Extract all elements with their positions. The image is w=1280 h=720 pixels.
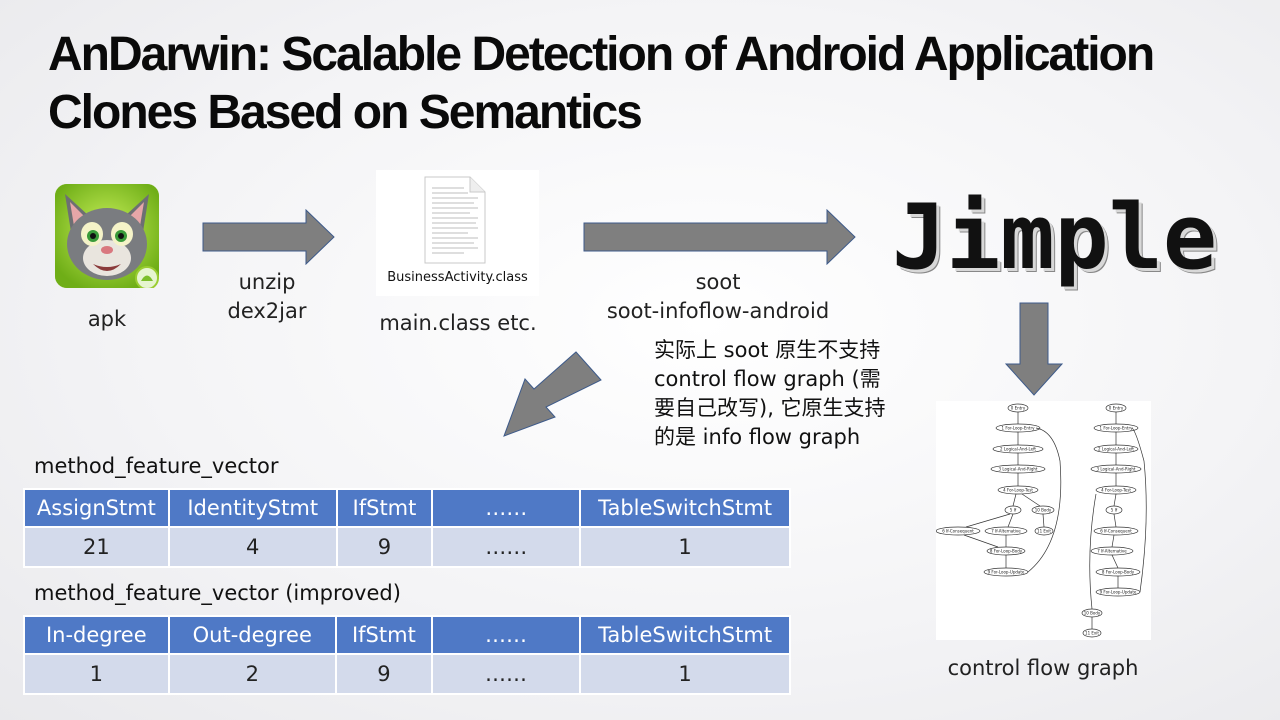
svg-text:0 Entry: 0 Entry xyxy=(1011,406,1026,411)
feature-vector-table: AssignStmt IdentityStmt IfStmt …… TableS… xyxy=(23,488,791,568)
column-header: IdentityStmt xyxy=(167,488,338,528)
jimple-title: Jimple xyxy=(892,185,1218,290)
unzip-label: unzip xyxy=(238,270,296,294)
svg-text:9 For-Loop-Update: 9 For-Loop-Update xyxy=(1100,590,1137,595)
table-cell: 1 xyxy=(23,653,170,695)
table-cell: 9 xyxy=(335,526,434,568)
svg-text:0 Entry: 0 Entry xyxy=(1109,406,1124,411)
diagonal-arrow-icon xyxy=(498,350,604,440)
dex2jar-label: dex2jar xyxy=(227,299,307,323)
table-cell: 1 xyxy=(579,653,791,695)
svg-text:5 If: 5 If xyxy=(1111,508,1118,513)
svg-text:10 Body: 10 Body xyxy=(1035,508,1052,513)
column-header: …… xyxy=(430,615,582,655)
table-cell: 21 xyxy=(23,526,170,568)
table-row: 21 4 9 …… 1 xyxy=(23,526,791,568)
svg-text:3 Logical-And-Right: 3 Logical-And-Right xyxy=(999,467,1038,472)
soot-infoflow-label: soot-infoflow-android xyxy=(606,299,830,323)
table-cell: …… xyxy=(431,526,582,568)
column-header: TableSwitchStmt xyxy=(579,488,791,528)
column-header: Out-degree xyxy=(167,615,337,655)
svg-text:2 Logical-And-Left: 2 Logical-And-Left xyxy=(1098,447,1134,452)
apk-label: apk xyxy=(87,307,127,331)
svg-text:2 Logical-And-Left: 2 Logical-And-Left xyxy=(1000,447,1036,452)
main-class-label: main.class etc. xyxy=(379,311,537,335)
table-header-row: In-degree Out-degree IfStmt …… TableSwit… xyxy=(23,615,791,655)
svg-text:9 For-Loop-Update: 9 For-Loop-Update xyxy=(988,570,1025,575)
svg-text:4 For-Loop-Test: 4 For-Loop-Test xyxy=(1003,488,1033,493)
svg-text:5 If: 5 If xyxy=(1010,508,1017,513)
column-header: In-degree xyxy=(23,615,170,655)
class-file-caption: BusinessActivity.class xyxy=(387,270,528,285)
table-cell: 1 xyxy=(579,526,791,568)
svg-text:3 Logical-And-Right: 3 Logical-And-Right xyxy=(1097,467,1136,472)
column-header: IfStmt xyxy=(334,615,433,655)
column-header: …… xyxy=(431,488,582,528)
svg-text:1 For-Loop-Entry: 1 For-Loop-Entry xyxy=(1002,426,1036,431)
table-cell: 2 xyxy=(167,653,337,695)
svg-text:8 For-Loop-Body: 8 For-Loop-Body xyxy=(1102,570,1135,575)
control-flow-graph-image: 0 Entry 1 For-Loop-Entry 2 Logical-And-L… xyxy=(935,401,1151,640)
right-arrow-icon xyxy=(202,209,336,265)
table-cell: 9 xyxy=(334,653,433,695)
svg-text:11 Exit: 11 Exit xyxy=(1037,529,1051,534)
table-row: 1 2 9 …… 1 xyxy=(23,653,791,695)
column-header: TableSwitchStmt xyxy=(579,615,791,655)
svg-text:10 Body: 10 Body xyxy=(1084,611,1101,616)
soot-note: 实际上 soot 原生不支持 control flow graph (需要自己改… xyxy=(654,338,886,449)
svg-text:6 If-Consequent: 6 If-Consequent xyxy=(1100,529,1132,534)
svg-text:4 For-Loop-Test: 4 For-Loop-Test xyxy=(1101,488,1131,493)
svg-text:6 If-Consequent: 6 If-Consequent xyxy=(942,529,974,534)
column-header: IfStmt xyxy=(335,488,434,528)
document-icon xyxy=(424,176,486,268)
column-header: AssignStmt xyxy=(23,488,170,528)
svg-text:7 If-Alternative: 7 If-Alternative xyxy=(1097,549,1127,554)
slide-title: AnDarwin: Scalable Detection of Android … xyxy=(48,28,1155,139)
table-cell: 4 xyxy=(167,526,338,568)
talking-tom-app-icon xyxy=(55,184,159,290)
down-arrow-icon xyxy=(1005,302,1063,396)
improved-feature-vector-title: method_feature_vector (improved) xyxy=(34,581,401,605)
cfg-label: control flow graph xyxy=(947,656,1139,680)
improved-feature-vector-table: In-degree Out-degree IfStmt …… TableSwit… xyxy=(23,615,791,695)
table-cell: …… xyxy=(430,653,582,695)
soot-label: soot xyxy=(695,270,741,294)
table-header-row: AssignStmt IdentityStmt IfStmt …… TableS… xyxy=(23,488,791,528)
svg-text:8 For-Loop-Body: 8 For-Loop-Body xyxy=(990,549,1023,554)
svg-text:7 If-Alternative: 7 If-Alternative xyxy=(991,529,1021,534)
svg-text:11 Exit: 11 Exit xyxy=(1085,631,1099,636)
feature-vector-title: method_feature_vector xyxy=(34,454,279,478)
class-file-card: BusinessActivity.class xyxy=(376,170,539,296)
right-arrow-icon-2 xyxy=(583,209,857,265)
svg-text:1 For-Loop-Entry: 1 For-Loop-Entry xyxy=(1100,426,1134,431)
